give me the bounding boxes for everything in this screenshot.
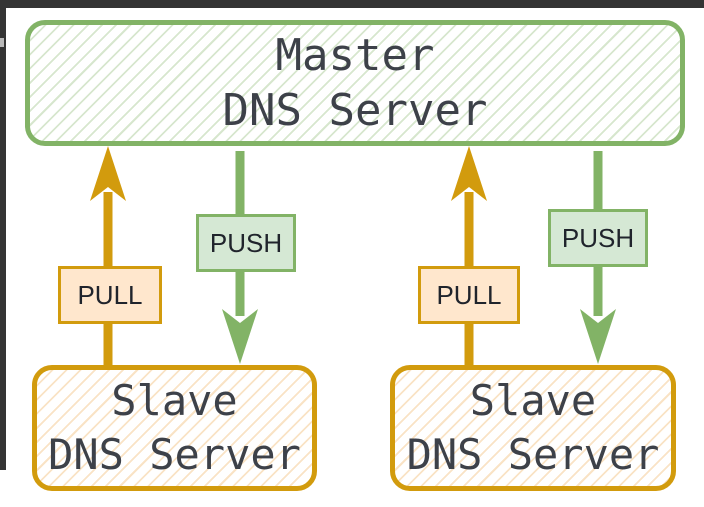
pull-label-right: PULL: [418, 266, 520, 324]
pull-arrow-right: [451, 146, 487, 367]
window-frame-notch: [0, 38, 4, 47]
slave-right-label-line2: DNS Server: [406, 430, 660, 479]
slave-dns-server-node-left: Slave DNS Server: [32, 365, 317, 491]
master-node-label-line2: DNS Server: [222, 85, 488, 136]
window-frame-top: [0, 0, 704, 8]
slave-left-label-line1: Slave: [111, 376, 238, 425]
slave-dns-server-node-right: Slave DNS Server: [390, 365, 676, 491]
window-frame-left: [0, 8, 6, 470]
push-label-left: PUSH: [196, 214, 296, 272]
push-label-right: PUSH: [548, 209, 648, 267]
slave-left-label-line2: DNS Server: [48, 430, 301, 479]
pull-label-left: PULL: [58, 266, 162, 324]
master-dns-server-node: Master DNS Server: [25, 20, 685, 146]
master-node-label-line1: Master: [275, 30, 435, 81]
slave-right-label-line1: Slave: [469, 376, 597, 425]
pull-arrow-left: [90, 146, 126, 367]
